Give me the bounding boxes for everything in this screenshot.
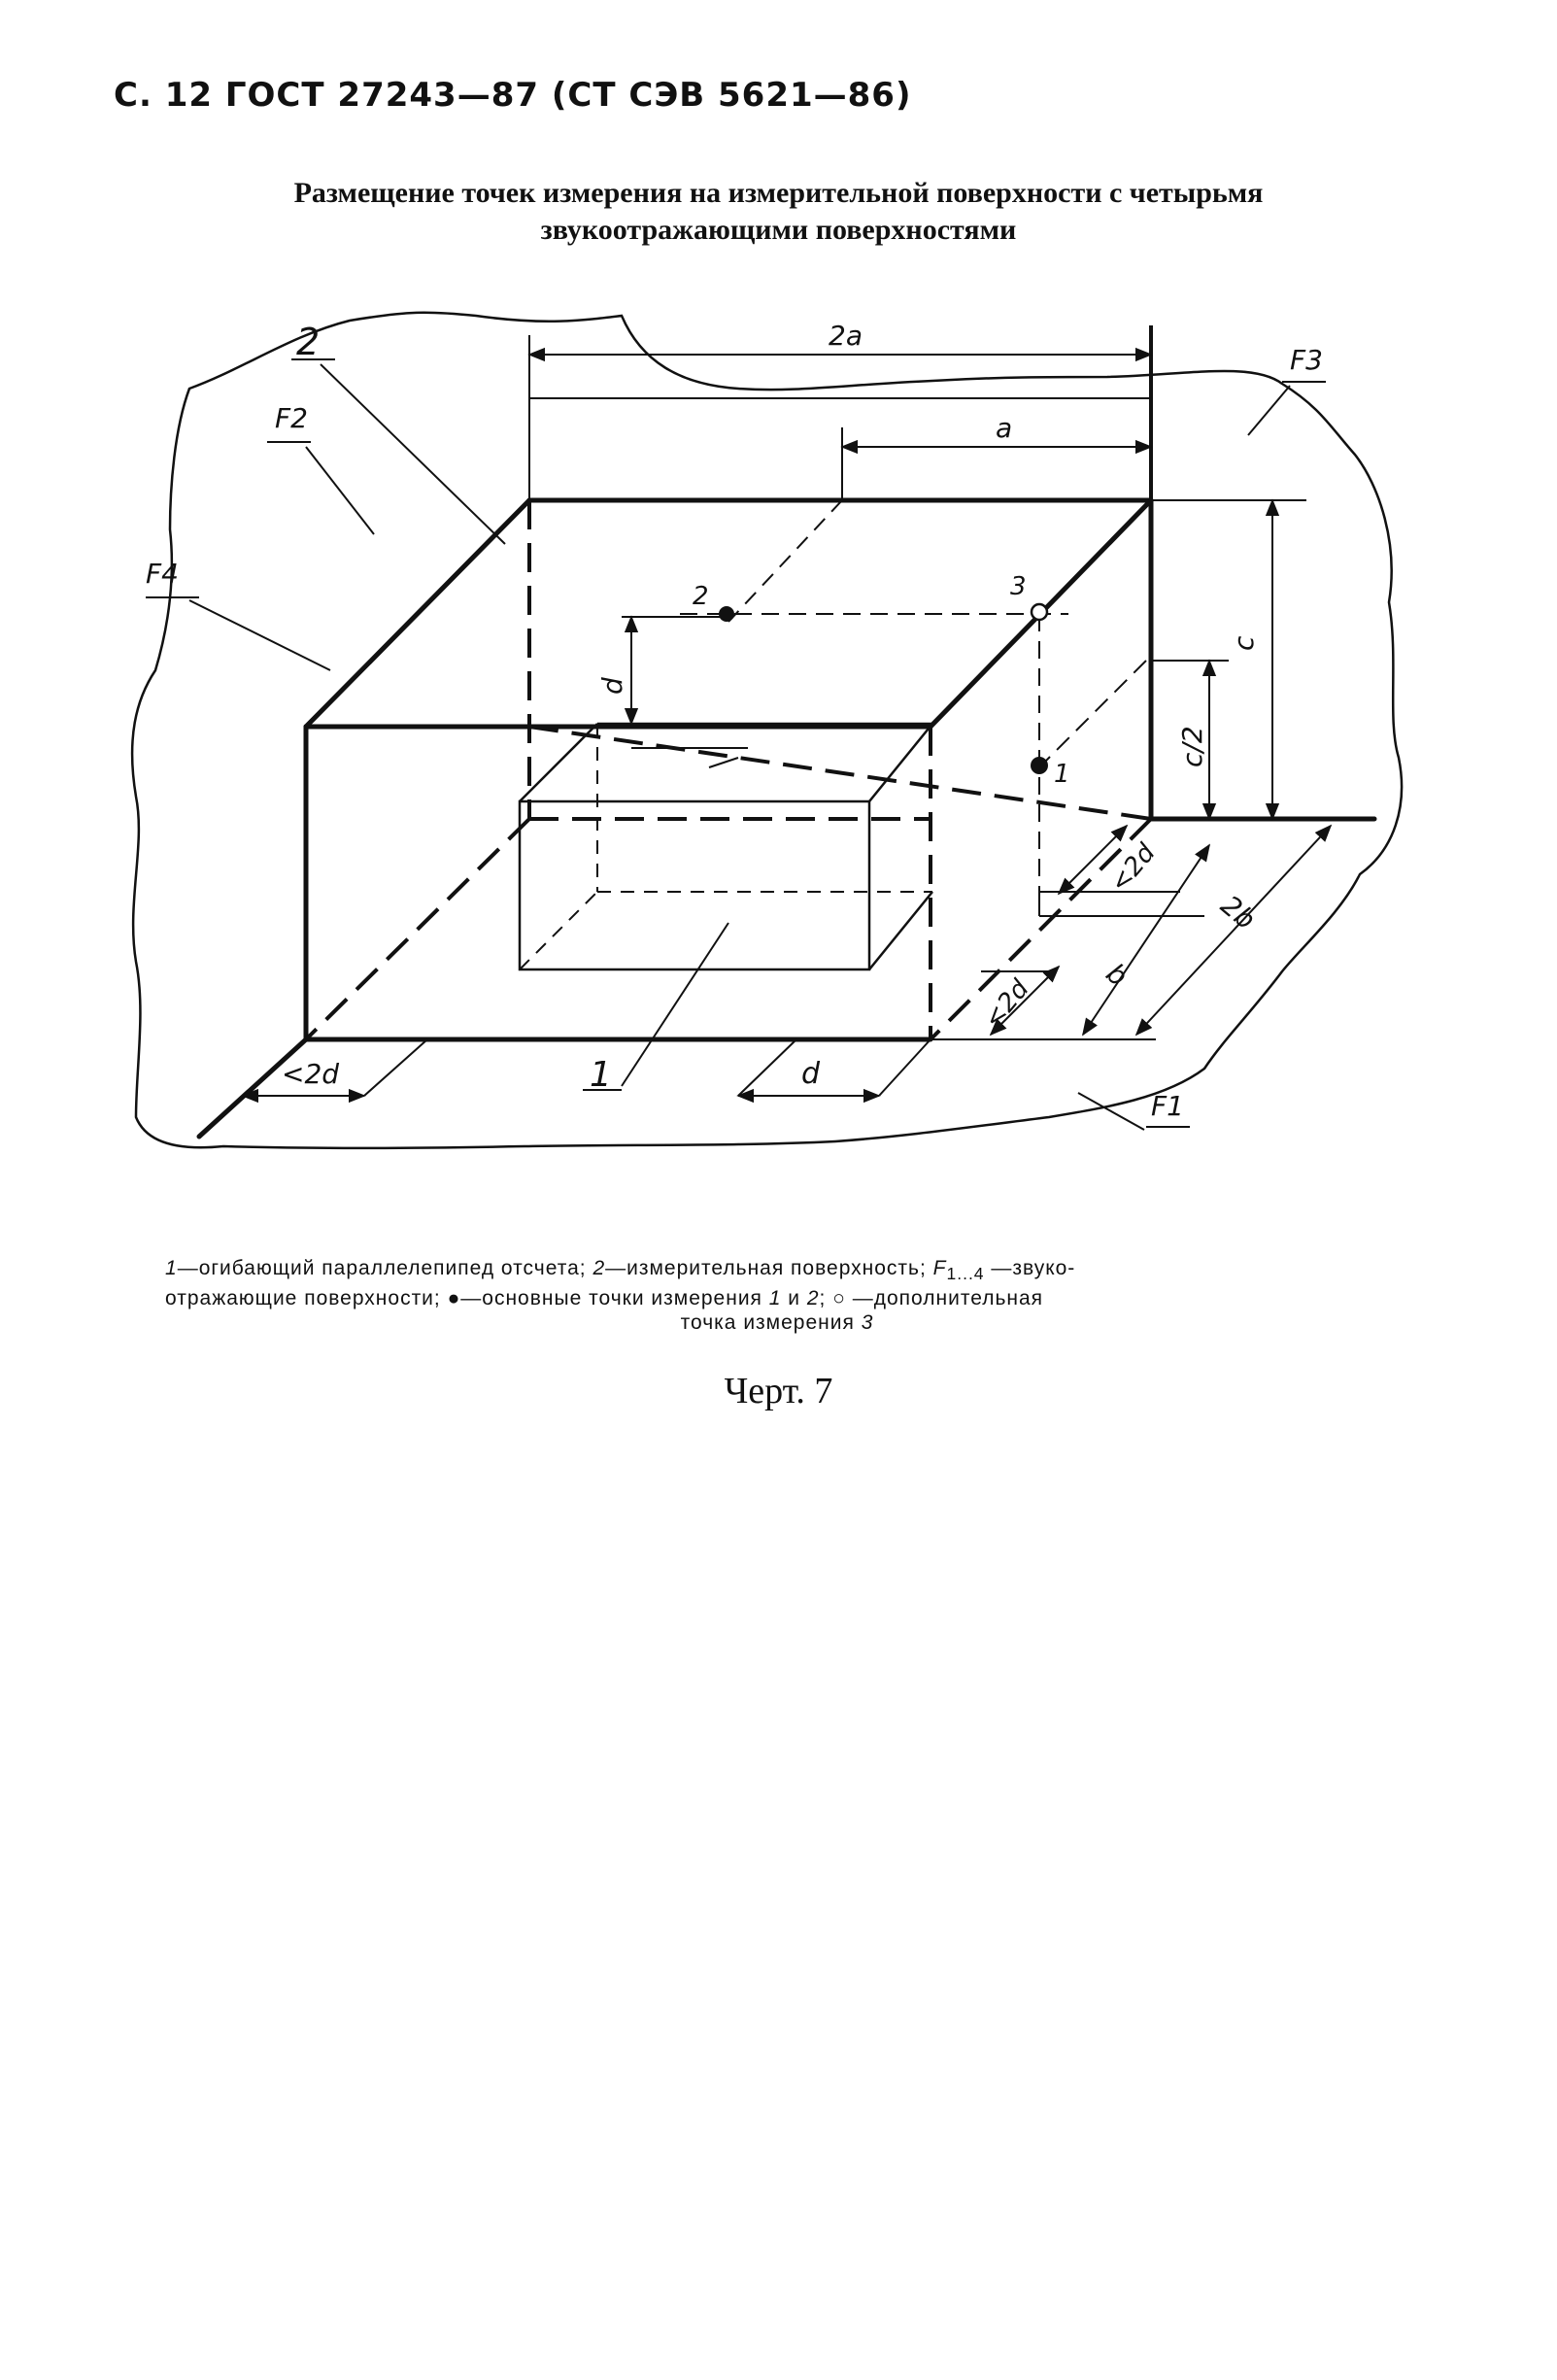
filled-point-icon: ●	[447, 1287, 461, 1310]
label-lt2d-left: <2d	[282, 1058, 339, 1090]
label-f2: F2	[275, 402, 308, 434]
caption-ref-1: 1	[165, 1257, 178, 1279]
drawing-title: Размещение точек измерения на измеритель…	[0, 175, 1557, 249]
right-back-edge	[929, 817, 1153, 1041]
label-a: a	[996, 412, 1012, 444]
f-label-leaders	[146, 381, 1326, 1131]
dimension-d-vertical	[622, 615, 748, 768]
caption-ref-point-2: 2	[806, 1287, 820, 1310]
label-2a: 2a	[829, 320, 863, 352]
caption-text-3a: точка измерения	[680, 1311, 862, 1335]
figure-number: Черт. 7	[724, 1371, 833, 1411]
measurement-surface-hidden-edges	[304, 500, 1152, 1041]
caption-text-2e: и	[781, 1287, 807, 1310]
point-label-3: 3	[1010, 572, 1027, 601]
technical-drawing: 2a a c c/2 d 2 3	[130, 311, 1404, 1150]
label-b: b	[1100, 957, 1134, 993]
measurement-point-2	[719, 606, 734, 622]
label-f3: F3	[1290, 344, 1323, 376]
dimension-right-group	[931, 824, 1333, 1040]
label-2b: 2b	[1215, 889, 1262, 935]
caption-text-2c: —основные точки измерения	[460, 1287, 769, 1310]
drawing-title-line-1: Размещение точек измерения на измеритель…	[293, 177, 1264, 209]
caption-text-1d: —измерительная поверхность;	[605, 1257, 933, 1279]
caption-line-2: отражающие поверхности; ●—основные точки…	[165, 1286, 1389, 1310]
measurement-point-3	[1030, 602, 1049, 622]
measurement-point-1	[1031, 757, 1048, 774]
callout-2-leader	[291, 358, 506, 545]
point-label-2: 2	[693, 582, 709, 611]
label-d-bottom: d	[801, 1057, 821, 1091]
dimension-2a	[527, 335, 1153, 500]
label-f1: F1	[1151, 1090, 1184, 1122]
caption-text-1b: —огибающий параллелепипед отсчета;	[177, 1257, 593, 1279]
caption-text-2i: —дополнительная	[845, 1287, 1044, 1310]
dimension-a	[728, 427, 1153, 623]
label-d-vertical: d	[596, 677, 628, 695]
drawing-title-line-2: звукоотражающими поверхностями	[540, 214, 1017, 246]
callout-1-number: 1	[590, 1055, 612, 1095]
hollow-point-icon: ○	[832, 1287, 846, 1310]
point-line-1-diag	[1038, 660, 1147, 768]
page-header: С. 12 ГОСТ 27243—87 (СТ СЭВ 5621—86)	[114, 76, 912, 115]
caption-text-2g: ;	[819, 1287, 833, 1310]
point-label-1: 1	[1054, 760, 1070, 789]
dimension-bottom-group	[241, 1038, 931, 1104]
caption-symbol-f: F	[932, 1257, 947, 1279]
caption-ref-point-1: 1	[768, 1287, 782, 1310]
figure-caption: 1—огибающий параллелепипед отсчета; 2—из…	[165, 1256, 1389, 1335]
label-c-half: c/2	[1176, 726, 1208, 767]
caption-ref-point-3: 3	[861, 1311, 874, 1335]
reference-parallelepiped-hidden	[519, 724, 932, 970]
dimension-c	[1151, 498, 1306, 821]
caption-line-1: 1—огибающий параллелепипед отсчета; 2—из…	[165, 1256, 1389, 1286]
caption-ref-2: 2	[592, 1257, 606, 1279]
label-c: c	[1228, 635, 1260, 651]
callout-1-leader	[583, 922, 729, 1091]
caption-text-2a: отражающие поверхности;	[165, 1287, 448, 1310]
reflecting-surface-outline	[130, 311, 1404, 1150]
caption-text-1g: —звуко-	[984, 1257, 1076, 1279]
label-lt2d-right-top: <2d	[1104, 838, 1162, 899]
label-f4: F4	[146, 558, 179, 590]
callout-2-number: 2	[296, 321, 320, 363]
caption-symbol-f-sub: 1...4	[946, 1264, 985, 1284]
caption-line-3: точка измерения 3	[165, 1310, 1389, 1335]
reference-parallelepiped	[518, 722, 933, 971]
